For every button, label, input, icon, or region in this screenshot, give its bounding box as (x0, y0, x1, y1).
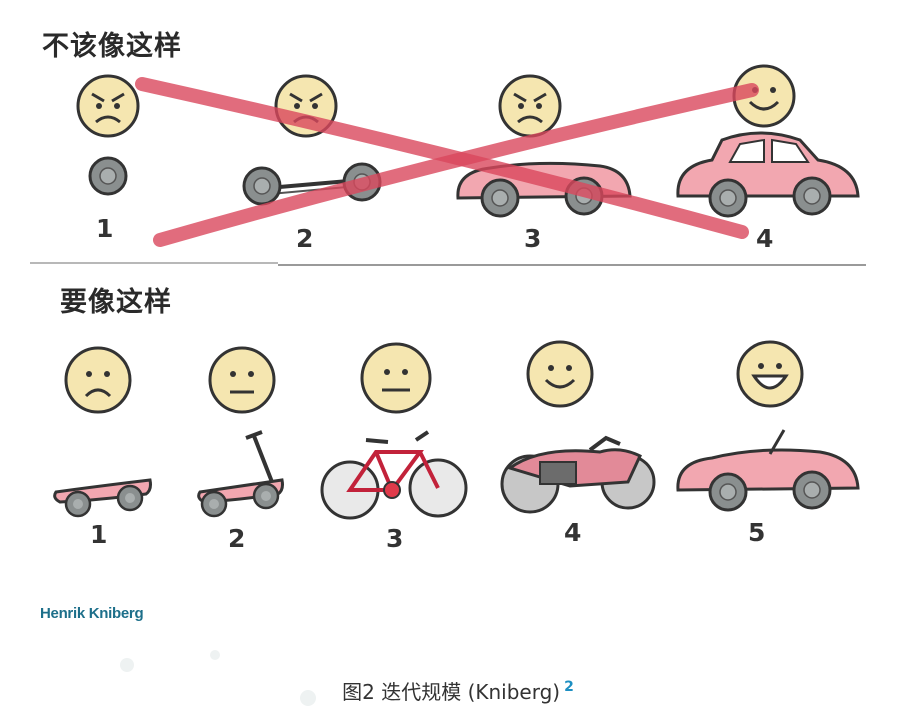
bottom-label-3: 3 (386, 524, 404, 553)
cross-line-1 (135, 77, 749, 239)
neutral-face-1 (208, 346, 276, 414)
divider-right (278, 264, 866, 266)
scooter (197, 430, 284, 518)
decor-dot (120, 658, 134, 672)
top-label-1: 1 (96, 214, 114, 243)
top-label-2: 2 (296, 224, 314, 253)
wheel-part (88, 156, 128, 196)
bottom-label-4: 4 (564, 518, 582, 547)
smile-face (526, 340, 594, 408)
divider-left (30, 262, 278, 264)
bottom-heading: 要像这样 (60, 287, 172, 318)
decor-dot (210, 650, 220, 660)
bicycle (320, 430, 468, 520)
caption-text: 图2 迭代规模 (Kniberg) (342, 680, 561, 704)
angry-face-3 (498, 74, 562, 138)
neutral-face-2 (360, 342, 432, 414)
figure-caption: 图2 迭代规模 (Kniberg)2 (0, 676, 916, 705)
bottom-label-5: 5 (748, 518, 766, 547)
big-smile-face (736, 340, 804, 408)
motorcycle (500, 435, 656, 514)
cross-line-2 (153, 83, 759, 247)
sad-face (64, 346, 132, 414)
bottom-label-2: 2 (228, 524, 246, 553)
top-heading: 不该像这样 (42, 31, 182, 62)
car-full-top (676, 131, 860, 218)
convertible-car (676, 429, 860, 512)
author-credit: Henrik Kniberg (40, 605, 144, 622)
top-label-3: 3 (524, 224, 542, 253)
caption-reference-link[interactable]: 2 (564, 679, 574, 696)
decor-dot (300, 690, 316, 706)
bottom-label-1: 1 (90, 520, 108, 549)
top-label-4: 4 (756, 224, 774, 253)
angry-face-1 (76, 74, 140, 138)
skateboard (53, 478, 152, 518)
